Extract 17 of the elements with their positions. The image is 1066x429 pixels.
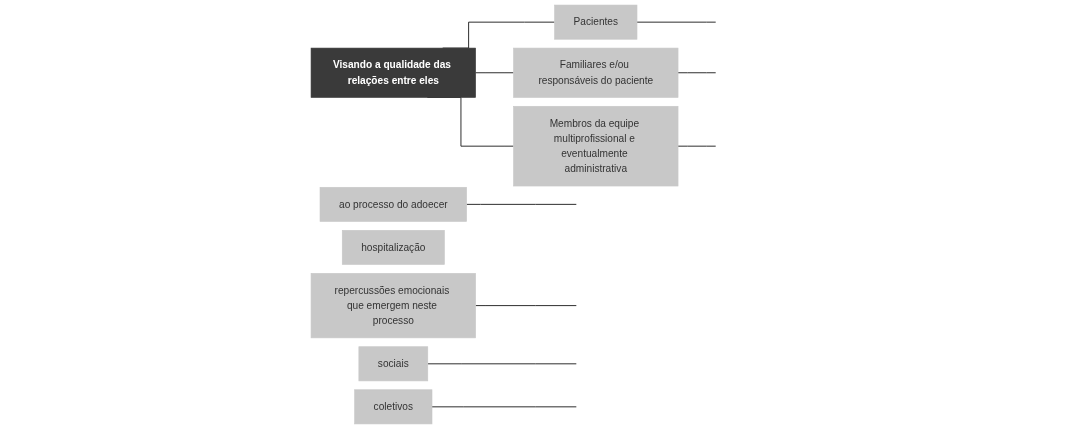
connector — [466, 203, 578, 205]
connector — [678, 72, 717, 74]
node-box: hospitalização — [342, 230, 446, 265]
connector — [678, 145, 717, 147]
node-box: Familiares e/ou responsáveis do paciente — [513, 47, 679, 98]
connector — [475, 72, 515, 74]
node-box: coletivos — [354, 389, 433, 425]
node-box: Pacientes — [554, 4, 638, 40]
node-box: Membros da equipe multiprofissional e eventualmente administrativa — [513, 106, 679, 187]
connector — [432, 406, 578, 408]
node-box: sociais — [359, 346, 429, 382]
node-box: ao processo do adoecer — [320, 186, 468, 222]
node-box: Visando a qualidade das relações entre eles — [311, 47, 477, 98]
connector — [637, 21, 717, 23]
connector — [475, 305, 578, 307]
node-box: repercussões emocionais que emergem neste processo — [311, 273, 477, 339]
connector — [427, 363, 578, 365]
